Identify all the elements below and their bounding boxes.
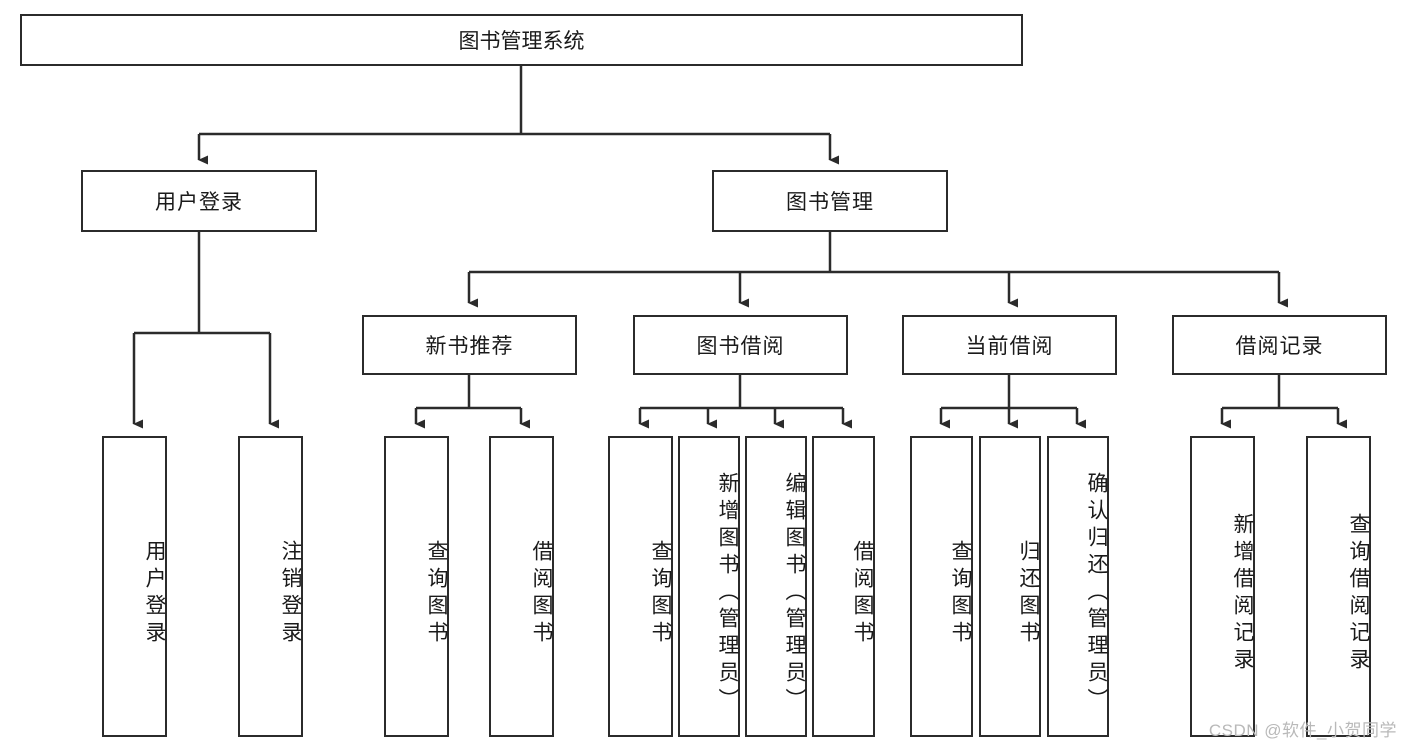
leaf-add-borrow-record[interactable]: 新增借阅记录 xyxy=(1190,436,1255,737)
node-book-management[interactable]: 图书管理 xyxy=(712,170,948,232)
leaf-user-login[interactable]: 用户登录 xyxy=(102,436,167,737)
node-book-borrow[interactable]: 图书借阅 xyxy=(633,315,848,375)
leaf-query-book-new[interactable]: 查询图书 xyxy=(384,436,449,737)
leaf-borrow-book[interactable]: 借阅图书 xyxy=(812,436,875,737)
leaf-return-book[interactable]: 归还图书 xyxy=(979,436,1041,737)
node-borrow-record[interactable]: 借阅记录 xyxy=(1172,315,1387,375)
node-new-book-recommend[interactable]: 新书推荐 xyxy=(362,315,577,375)
node-user-login[interactable]: 用户登录 xyxy=(81,170,317,232)
leaf-edit-book-admin[interactable]: 编辑图书（管理员） xyxy=(745,436,807,737)
leaf-query-book-current[interactable]: 查询图书 xyxy=(910,436,973,737)
watermark-text: CSDN @软件_小贺同学 xyxy=(1208,721,1397,740)
leaf-borrow-book-new[interactable]: 借阅图书 xyxy=(489,436,554,737)
node-current-borrow[interactable]: 当前借阅 xyxy=(902,315,1117,375)
leaf-query-book-borrow[interactable]: 查询图书 xyxy=(608,436,673,737)
leaf-add-book-admin[interactable]: 新增图书（管理员） xyxy=(678,436,740,737)
leaf-logout-login[interactable]: 注销登录 xyxy=(238,436,303,737)
node-root-system[interactable]: 图书管理系统 xyxy=(20,14,1023,66)
leaf-confirm-return-admin[interactable]: 确认归还（管理员） xyxy=(1047,436,1109,737)
leaf-query-borrow-record[interactable]: 查询借阅记录 xyxy=(1306,436,1371,737)
